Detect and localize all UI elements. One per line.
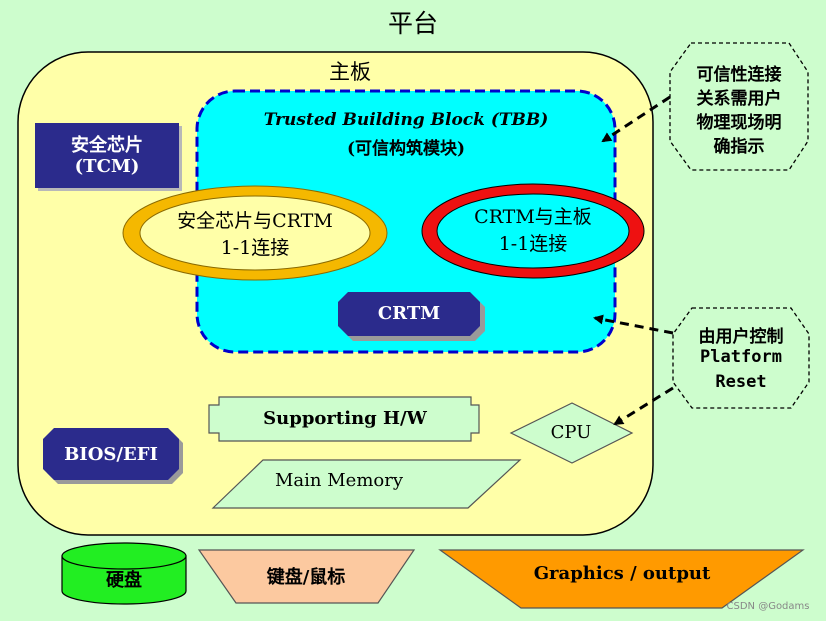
ellipse-left-inner <box>139 195 371 271</box>
bios-chip-box <box>43 428 179 480</box>
hdd-label: 硬盘 <box>106 570 142 591</box>
hdd-top <box>61 542 187 570</box>
tcm-chip-box <box>35 123 179 188</box>
hdd-body <box>61 555 187 605</box>
ellipse-right-label-1: CRTM与主板 <box>474 206 592 228</box>
cpu-shape <box>509 402 634 464</box>
arrow-to-tbb-bottom <box>593 314 674 335</box>
callout-bottom-line-2: Platform <box>700 347 782 367</box>
cpu-label: CPU <box>550 422 592 443</box>
main-memory-label: Main Memory <box>275 470 403 491</box>
crtm-label: CRTM <box>377 303 441 324</box>
callout-bottom-line-3: Reset <box>715 372 767 392</box>
crtm-chip-box <box>338 292 480 336</box>
callout-top-line-1: 可信性连接 <box>696 65 782 85</box>
supporting-hw-label: Supporting H/W <box>263 408 427 429</box>
arrow-to-tbb-top <box>601 95 671 143</box>
graphics-label: Graphics / output <box>533 563 711 584</box>
supporting-hw-shape <box>208 396 480 442</box>
keyboard-mouse-label: 键盘/鼠标 <box>266 567 346 588</box>
platform-title: 平台 <box>387 9 438 38</box>
bios-label: BIOS/EFI <box>64 444 158 465</box>
tbb-title-cn: (可信构筑模块) <box>346 139 466 159</box>
callout-bottom-line-1: 由用户控制 <box>698 327 784 347</box>
callout-bottom-shape <box>672 307 810 409</box>
motherboard-title: 主板 <box>329 60 371 84</box>
ellipse-right-inner <box>436 193 630 269</box>
callout-top-line-4: 确指示 <box>713 137 765 157</box>
ellipse-right-label-2: 1-1连接 <box>498 233 568 255</box>
ellipse-left-label-1: 安全芯片与CRTM <box>177 210 333 232</box>
callout-top-line-2: 关系需用户 <box>696 89 782 109</box>
tbb-title-en: Trusted Building Block (TBB) <box>263 110 549 130</box>
tcm-chip-label-2: (TCM) <box>74 156 140 177</box>
main-memory-shape <box>211 459 522 509</box>
tcm-chip-label-1: 安全芯片 <box>71 135 143 156</box>
arrow-to-cpu <box>613 386 674 426</box>
keyboard-mouse-shape <box>197 549 416 604</box>
graphics-shape <box>438 549 805 609</box>
callout-top-shape <box>669 42 809 171</box>
watermark: CSDN @Godams <box>726 601 810 612</box>
ellipse-left-label-2: 1-1连接 <box>220 237 290 259</box>
callout-top-line-3: 物理现场明 <box>696 113 782 133</box>
